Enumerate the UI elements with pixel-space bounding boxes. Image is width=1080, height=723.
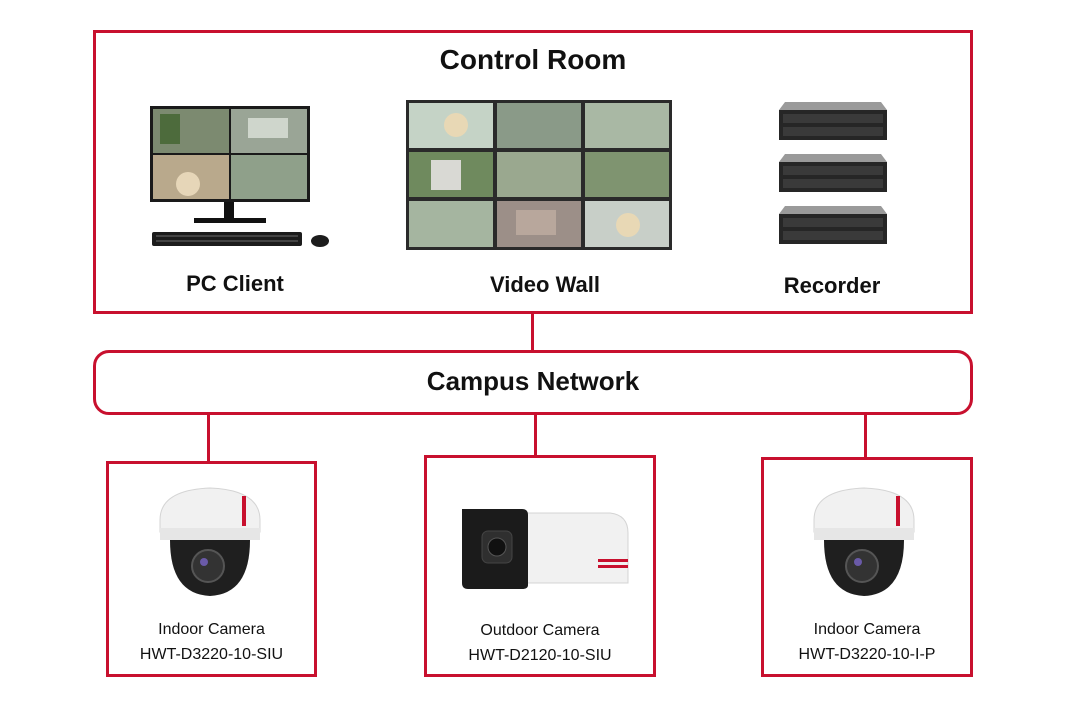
connector-network-camera-2 xyxy=(534,413,537,456)
camera-3-caption: Indoor Camera HWT-D3220-10-I-P xyxy=(764,617,970,667)
camera-3-type: Indoor Camera xyxy=(813,621,921,638)
video-wall-label: Video Wall xyxy=(489,272,601,297)
camera-2-model: HWT-D2120-10-SIU xyxy=(468,647,612,664)
camera-box-1: Indoor Camera HWT-D3220-10-SIU xyxy=(106,461,317,677)
video-wall-icon xyxy=(406,100,672,250)
camera-2-caption: Outdoor Camera HWT-D2120-10-SIU xyxy=(427,618,653,668)
dome-camera-icon xyxy=(813,487,915,596)
camera-1-type: Indoor Camera xyxy=(158,621,265,638)
campus-network-box xyxy=(93,350,973,415)
recorder-label: Recorder xyxy=(783,273,881,298)
campus-network-title: Campus Network xyxy=(426,366,640,396)
camera-box-3: Indoor Camera HWT-D3220-10-I-P xyxy=(761,457,973,677)
camera-1-model: HWT-D3220-10-SIU xyxy=(139,646,284,663)
dome-camera-icon xyxy=(159,487,261,596)
camera-1-caption: Indoor Camera HWT-D3220-10-SIU xyxy=(109,617,314,667)
connector-control-network xyxy=(531,312,534,352)
control-room-title: Control Room xyxy=(439,44,627,75)
monitor-icon xyxy=(150,106,329,247)
bullet-camera-icon xyxy=(462,509,629,589)
camera-2-type: Outdoor Camera xyxy=(480,622,600,639)
pc-client-label: PC Client xyxy=(186,271,284,296)
connector-network-camera-3 xyxy=(864,413,867,458)
recorder-icon xyxy=(779,102,887,244)
camera-3-model: HWT-D3220-10-I-P xyxy=(798,646,936,663)
connector-network-camera-1 xyxy=(207,413,210,463)
camera-box-2: Outdoor Camera HWT-D2120-10-SIU xyxy=(424,455,656,677)
